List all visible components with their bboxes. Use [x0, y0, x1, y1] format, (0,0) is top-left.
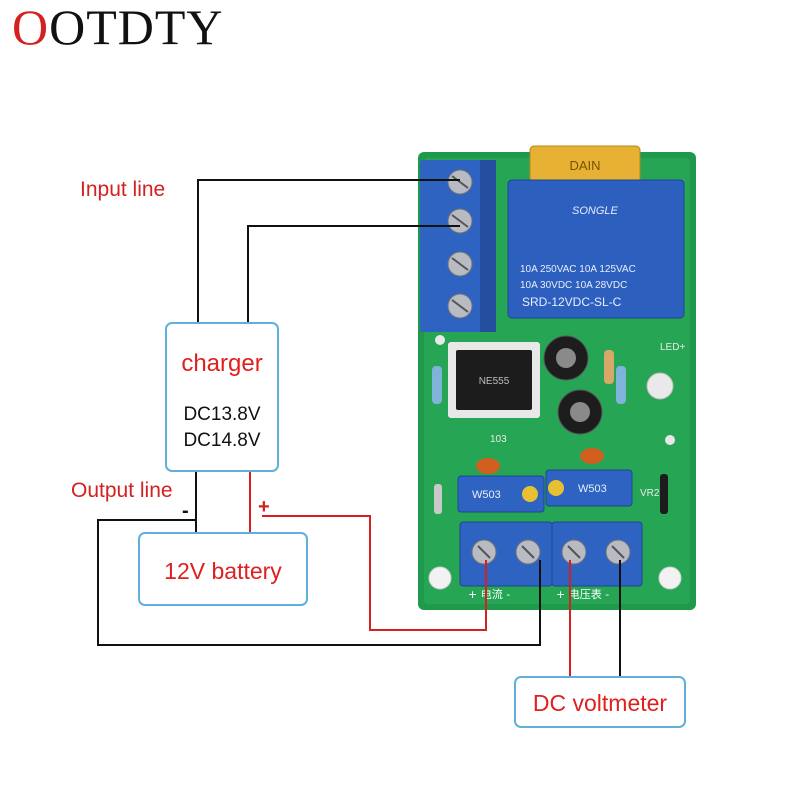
relay: SONGLE 10A 250VAC 10A 125VAC 10A 30VDC 1…: [507, 179, 685, 319]
screw-slot: [477, 545, 491, 559]
ceramic-capacitor: [476, 458, 500, 474]
screw-slot: [451, 214, 469, 228]
charger-spec-1: DC13.8V: [183, 404, 261, 425]
resistor: [616, 366, 626, 404]
relay-body: [507, 179, 685, 319]
screw-slot: [567, 545, 581, 559]
resistor: [604, 350, 614, 384]
via-hole: [435, 335, 445, 345]
voltmeter-label: DC voltmeter: [532, 690, 668, 716]
capacitor-top: [570, 402, 590, 422]
diode: [434, 484, 442, 514]
input-wire-1: [197, 179, 460, 322]
voltmeter-box: DC voltmeter: [514, 676, 686, 728]
diode: [660, 474, 668, 514]
wires: [97, 179, 621, 676]
potentiometer: [545, 469, 633, 507]
screw-slot: [451, 257, 469, 271]
pot-screw: [522, 486, 538, 502]
potentiometer: [457, 475, 545, 513]
capacitor-brand: DAIN: [569, 158, 600, 173]
terminal-side: [480, 160, 496, 332]
battery-box: 12V battery: [138, 532, 308, 606]
ic-chip: NE555: [448, 342, 540, 418]
via-hole: [665, 435, 675, 445]
battery-negative-wire: [97, 519, 541, 646]
voltmeter-terminal-block: [551, 521, 643, 587]
led: [646, 372, 674, 400]
battery-plus-sign: +: [258, 496, 270, 518]
potentiometers: W503 W503: [457, 469, 633, 513]
input-terminal-block: [420, 160, 496, 332]
relay-model: SRD-12VDC-SL-C: [522, 295, 622, 309]
mounting-hole: [658, 566, 682, 590]
relay-rating-1: 10A 250VAC 10A 125VAC: [520, 264, 636, 275]
screw-slot: [451, 175, 469, 189]
relay-rating-2: 10A 30VDC 10A 28VDC: [520, 280, 627, 291]
film-capacitor: DAIN: [529, 145, 641, 183]
battery-label: 12V battery: [164, 558, 282, 584]
voltmeter-terminal-label: + 电压表 -: [556, 587, 609, 601]
capacitor-top: [556, 348, 576, 368]
current-terminal-label: + 电流 -: [468, 587, 510, 601]
electrolytic-capacitors: [543, 335, 603, 435]
input-line-label: Input line: [80, 178, 166, 201]
led-label: LED+: [660, 342, 685, 353]
screw-slot: [451, 299, 469, 313]
screw-slot: [521, 545, 535, 559]
current-terminal-block: [459, 521, 553, 587]
input-wire-2: [247, 225, 460, 322]
charger-spec-2: DC14.8V: [183, 430, 261, 451]
vr2-label: VR2: [640, 488, 660, 499]
terminal-housing: [420, 160, 496, 332]
charger-box: charger DC13.8V DC14.8V: [165, 322, 279, 472]
resistor: [432, 366, 442, 404]
battery-minus-sign: -: [182, 500, 189, 522]
charger-title: charger: [181, 350, 263, 377]
pot-screw: [548, 480, 564, 496]
battery-positive-wire: [262, 515, 487, 631]
ic-marking: NE555: [479, 376, 510, 387]
ic-body: [456, 350, 532, 410]
output-line-label: Output line: [71, 479, 173, 502]
pot-label: W503: [578, 483, 607, 495]
pot-label: W503: [472, 489, 501, 501]
relay-brand: SONGLE: [572, 205, 619, 217]
screw-slot: [611, 545, 625, 559]
ceramic-capacitor: [580, 448, 604, 464]
brand-logo: OOTDTY: [12, 0, 224, 55]
mounting-hole: [428, 566, 452, 590]
resistors: [432, 350, 668, 514]
cap-label: 103: [490, 434, 507, 445]
